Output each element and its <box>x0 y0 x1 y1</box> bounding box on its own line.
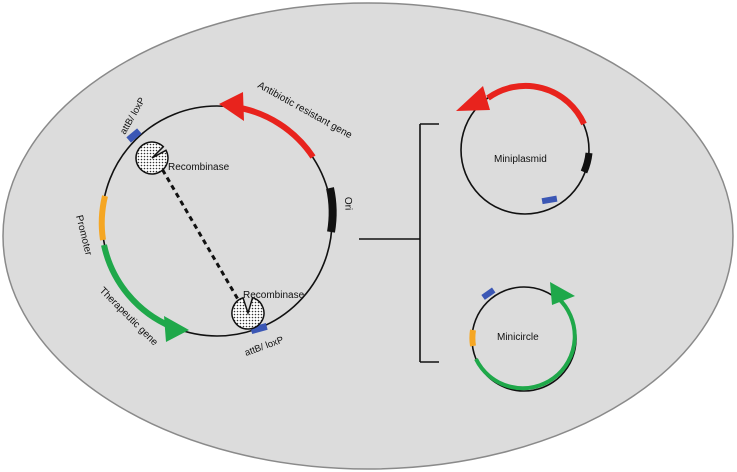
minicircle-therapeutic-arc <box>474 296 577 391</box>
miniplasmid-label: Miniplasmid <box>494 154 547 165</box>
minicircle-arrowhead-icon <box>550 282 575 305</box>
miniplasmid-antibiotic-arc <box>486 82 587 126</box>
att-site-bottom <box>250 323 268 334</box>
therapeutic-gene-arc <box>101 244 174 330</box>
recombinase-bottom-label: Recombinase <box>243 290 305 301</box>
miniplasmid: Miniplasmid <box>456 82 593 215</box>
recombinase-top-icon <box>135 141 169 175</box>
minicircle: Minicircle <box>469 282 577 392</box>
minicircle-label: Minicircle <box>497 332 539 343</box>
ori-label: Ori <box>342 197 353 211</box>
therapeutic-gene-arrowhead-icon <box>164 316 189 342</box>
minicircle-promoter-block <box>469 329 476 347</box>
minicircle-att-site <box>481 287 496 300</box>
recombination-dashed-line <box>156 161 245 309</box>
ori-block <box>326 187 337 233</box>
antibiotic-gene-arrowhead-icon <box>219 92 244 121</box>
miniplasmid-arrowhead-icon <box>456 86 490 111</box>
miniplasmid-ori-block <box>580 152 593 174</box>
promoter-block <box>98 195 108 241</box>
recombinase-bottom-icon <box>231 296 265 330</box>
att-site-top <box>126 128 142 143</box>
antibiotic-gene-arc <box>234 104 316 159</box>
recombinase-top-label: Recombinase <box>168 162 230 173</box>
miniplasmid-att-site <box>541 195 558 205</box>
split-bracket <box>359 123 439 363</box>
